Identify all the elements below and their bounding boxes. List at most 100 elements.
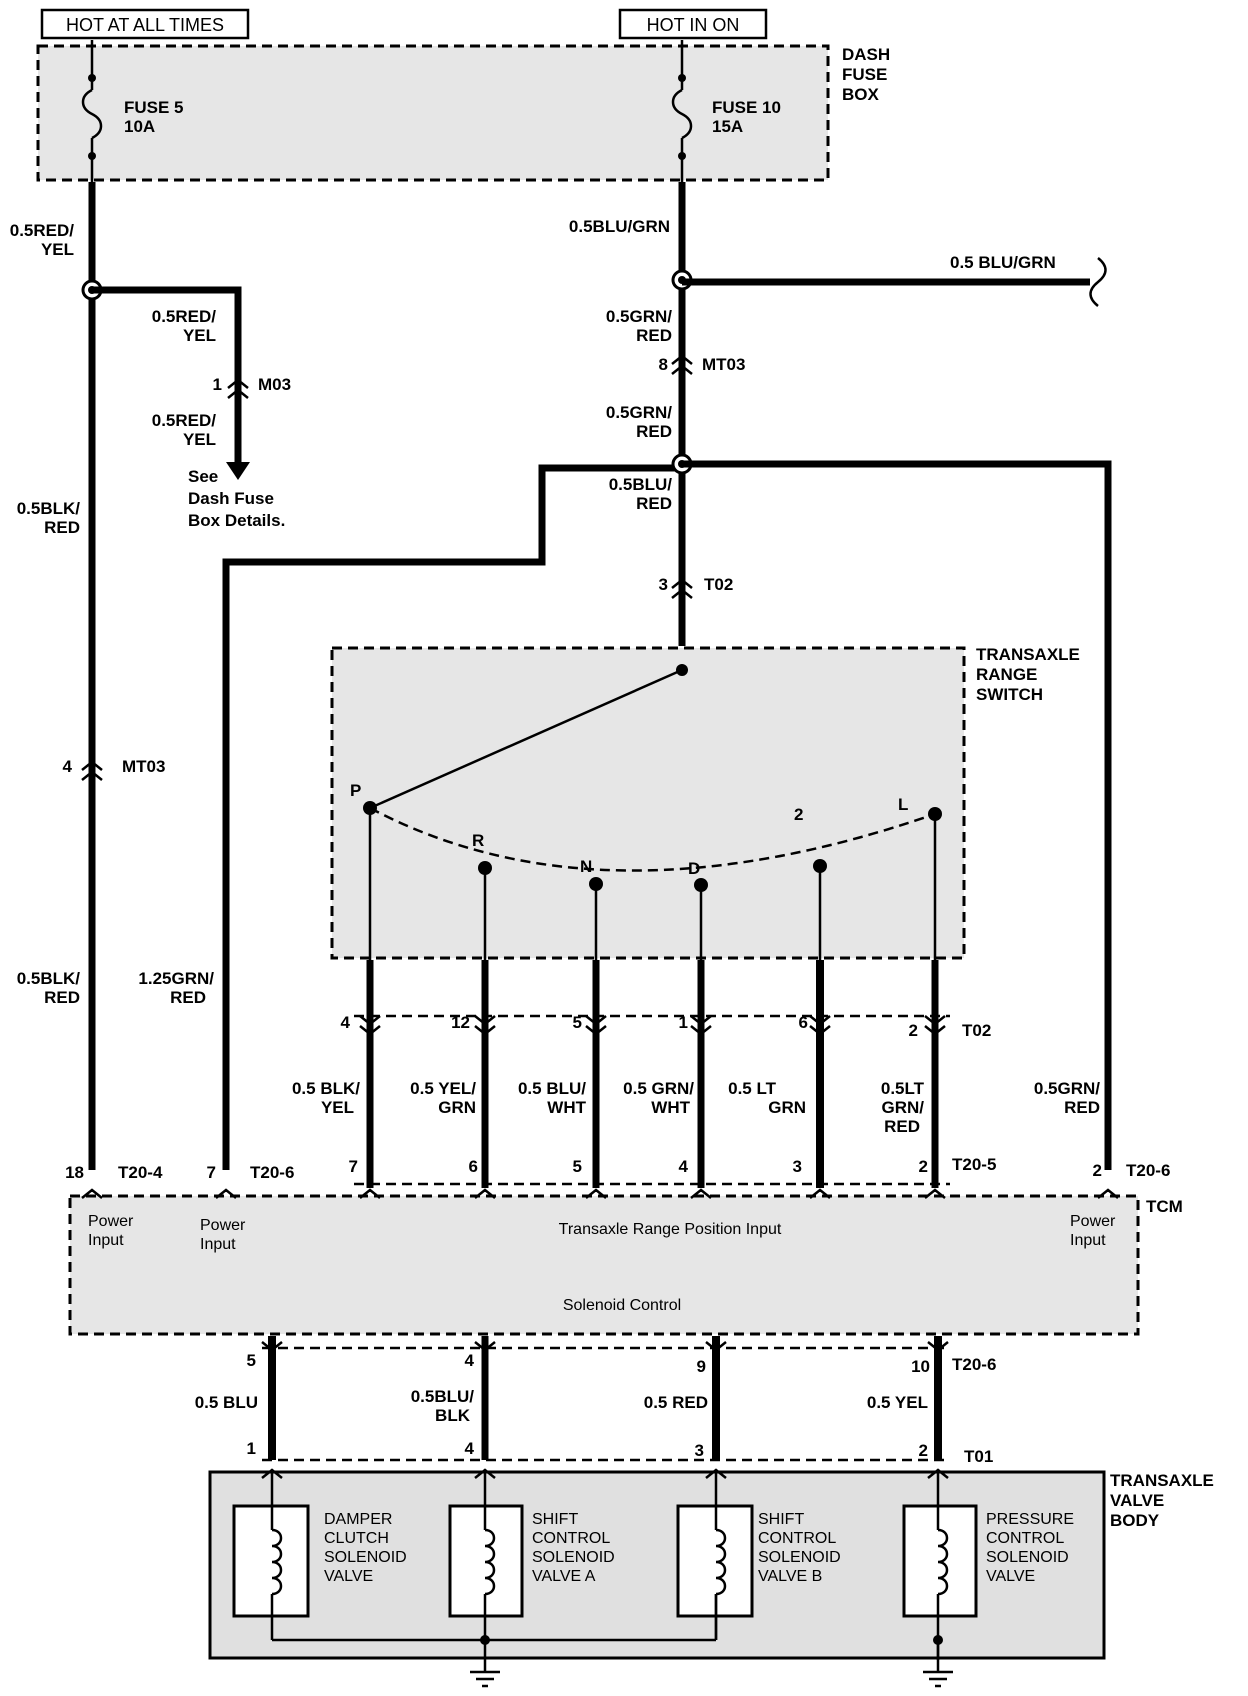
- transaxle-valve-body: TRANSAXLE VALVE BODY DAMPER CLUTCH SOLEN…: [208, 1468, 1214, 1672]
- switch-output-6-wire-2: GRN/: [882, 1098, 925, 1117]
- hot-at-all-times-label: HOT AT ALL TIMES: [66, 15, 224, 35]
- valve-body-title-1: TRANSAXLE: [1110, 1471, 1214, 1490]
- connector-mt03-top-label: MT03: [702, 355, 745, 374]
- wire-label-blu-red-1: 0.5BLU/: [609, 475, 673, 494]
- valve-1-line2: CLUTCH: [324, 1530, 389, 1547]
- transaxle-range-switch: TRANSAXLE RANGE SWITCH P R N D 2 L: [330, 645, 1080, 960]
- fuse-5-rating: 10A: [124, 117, 155, 136]
- valve-2-line1: SHIFT: [532, 1511, 578, 1528]
- wire-label-blu-grn-right: 0.5 BLU/GRN: [950, 253, 1056, 272]
- solenoid-circuit-3-body-pin: 3: [695, 1441, 704, 1460]
- arrow-down-icon: [226, 462, 250, 480]
- switch-output-5-top-pin: 6: [799, 1013, 808, 1032]
- dash-fuse-box-title-3: BOX: [842, 85, 880, 104]
- switch-output-1-wire-1: 0.5 BLK/: [292, 1079, 360, 1098]
- solenoid-circuit-2: 4 0.5BLU/ BLK 4: [411, 1336, 496, 1460]
- valve-2-line4: VALVE A: [532, 1568, 596, 1585]
- shift-control-solenoid-valve-a: SHIFT CONTROL SOLENOID VALVE A: [448, 1472, 615, 1640]
- switch-output-1: 4 0.5 BLK/ YEL 7: [292, 960, 381, 1188]
- valve-3-line2: CONTROL: [758, 1530, 836, 1547]
- wire-label-grn-red-right-1: 0.5GRN/: [1034, 1079, 1100, 1098]
- switch-output-5-wire-2: GRN: [768, 1098, 806, 1117]
- see-note-line2: Dash Fuse: [188, 489, 274, 508]
- solenoid-circuit-4-wire-1: 0.5 YEL: [867, 1393, 928, 1412]
- tcm-power-input-2a: Power: [200, 1217, 246, 1234]
- valve-3-line1: SHIFT: [758, 1511, 804, 1528]
- switch-output-1-top-pin: 4: [341, 1013, 351, 1032]
- switch-output-6-top-pin: 2: [909, 1021, 918, 1040]
- wire-label-blu-grn-main: 0.5BLU/GRN: [569, 217, 670, 236]
- switch-output-5: 6 0.5 LT GRN 3: [728, 960, 831, 1188]
- wire-label-red-yel-c1: 0.5RED/: [152, 411, 217, 430]
- wire-label-grn-red-125-2: RED: [170, 988, 206, 1007]
- switch-output-3-tcm-pin: 5: [573, 1157, 582, 1176]
- fuse-10-icon: [671, 88, 693, 140]
- switch-output-5-wire-1: 0.5 LT: [728, 1079, 776, 1098]
- solenoid-circuit-2-wire-2: BLK: [435, 1406, 471, 1425]
- switch-output-2: 12 0.5 YEL/ GRN 6: [410, 960, 496, 1188]
- ground-icon: [923, 1670, 953, 1688]
- switch-output-4: 1 0.5 GRN/ WHT 4: [623, 960, 712, 1188]
- wire-label-grn-red-a1: 0.5GRN/: [606, 307, 672, 326]
- wire-label-blk-red-a1: 0.5BLK/: [17, 499, 81, 518]
- switch-output-2-wire-1: 0.5 YEL/: [410, 1079, 476, 1098]
- wire-label-blk-red-b1: 0.5BLK/: [17, 969, 81, 988]
- connector-t02-top-pin: 3: [659, 575, 668, 594]
- fuse-10-rating: 15A: [712, 117, 743, 136]
- fuse-5-icon: [81, 88, 103, 140]
- valve-2-line3: SOLENOID: [532, 1549, 615, 1566]
- dash-fuse-box-title-1: DASH: [842, 45, 890, 64]
- wire-label-grn-red-b1: 0.5GRN/: [606, 403, 672, 422]
- pressure-control-solenoid-valve: PRESSURE CONTROL SOLENOID VALVE: [902, 1472, 1074, 1660]
- range-switch-title-1: TRANSAXLE: [976, 645, 1080, 664]
- range-switch-title-2: RANGE: [976, 665, 1037, 684]
- wire-label-red-yel-a1: 0.5RED/: [10, 221, 75, 240]
- switch-output-3-top-pin: 5: [573, 1013, 582, 1032]
- ground-icon: [470, 1670, 500, 1688]
- valve-4-line2: CONTROL: [986, 1530, 1064, 1547]
- switch-label-n: N: [580, 857, 592, 876]
- switch-output-4-wire-1: 0.5 GRN/: [623, 1079, 694, 1098]
- switch-label-r: R: [472, 831, 484, 850]
- switch-output-3-wire-1: 0.5 BLU/: [518, 1079, 586, 1098]
- switch-output-4-tcm-pin: 4: [679, 1157, 689, 1176]
- valve-1-line3: SOLENOID: [324, 1549, 407, 1566]
- tcm-power-input-1b: Input: [88, 1232, 124, 1249]
- tcm-solenoid-control: Solenoid Control: [563, 1297, 681, 1314]
- switch-wiper: [369, 668, 683, 810]
- connector-t20-6-bottom-label: T20-6: [952, 1355, 996, 1374]
- switch-arc: [369, 806, 936, 872]
- hot-in-on-tag: HOT IN ON: [618, 8, 768, 40]
- valve-body-title-3: BODY: [1110, 1511, 1160, 1530]
- connector-t02-top-label: T02: [704, 575, 733, 594]
- solenoid-circuit-2-body-pin: 4: [465, 1439, 475, 1458]
- solenoid-circuit-2-wire-1: 0.5BLU/: [411, 1387, 475, 1406]
- connector-t20-6-right-pin: 2: [1093, 1161, 1102, 1180]
- solenoid-coil-icon: [271, 1528, 283, 1596]
- solenoid-circuit-1-tcm-pin: 5: [247, 1351, 256, 1370]
- solenoid-circuit-4-tcm-pin: 10: [911, 1357, 930, 1376]
- wire-label-blk-red-b2: RED: [44, 988, 80, 1007]
- solenoid-coil-icon: [937, 1528, 949, 1596]
- solenoid-circuits: 5 0.5 BLU 1 4 0.5BLU/ BLK 4 9 0.5 RED 3 …: [195, 1336, 996, 1466]
- tcm-power-input-1a: Power: [88, 1213, 134, 1230]
- connector-mt03-top-pin: 8: [659, 355, 668, 374]
- fuse-10-name: FUSE 10: [712, 98, 781, 117]
- valve-1-line1: DAMPER: [324, 1511, 392, 1528]
- fuse-5-name: FUSE 5: [124, 98, 184, 117]
- solenoid-coil-icon: [484, 1528, 496, 1596]
- connector-t01-label: T01: [964, 1447, 993, 1466]
- connector-mt03-left-label: MT03: [122, 757, 165, 776]
- connector-mt03-left-pin: 4: [63, 757, 73, 776]
- connector-t02-top-icon: [671, 578, 693, 599]
- switch-label-2: 2: [794, 805, 803, 824]
- connector-mt03-top-icon: [671, 354, 693, 375]
- valve-4-line1: PRESSURE: [986, 1511, 1074, 1528]
- switch-output-2-top-pin: 12: [451, 1013, 470, 1032]
- valve-body-title-2: VALVE: [1110, 1491, 1164, 1510]
- valve-4-line4: VALVE: [986, 1568, 1035, 1585]
- solenoid-circuit-1: 5 0.5 BLU 1: [195, 1336, 283, 1460]
- wire-label-red-yel-b2: YEL: [183, 326, 216, 345]
- solenoid-coil-icon: [715, 1528, 727, 1596]
